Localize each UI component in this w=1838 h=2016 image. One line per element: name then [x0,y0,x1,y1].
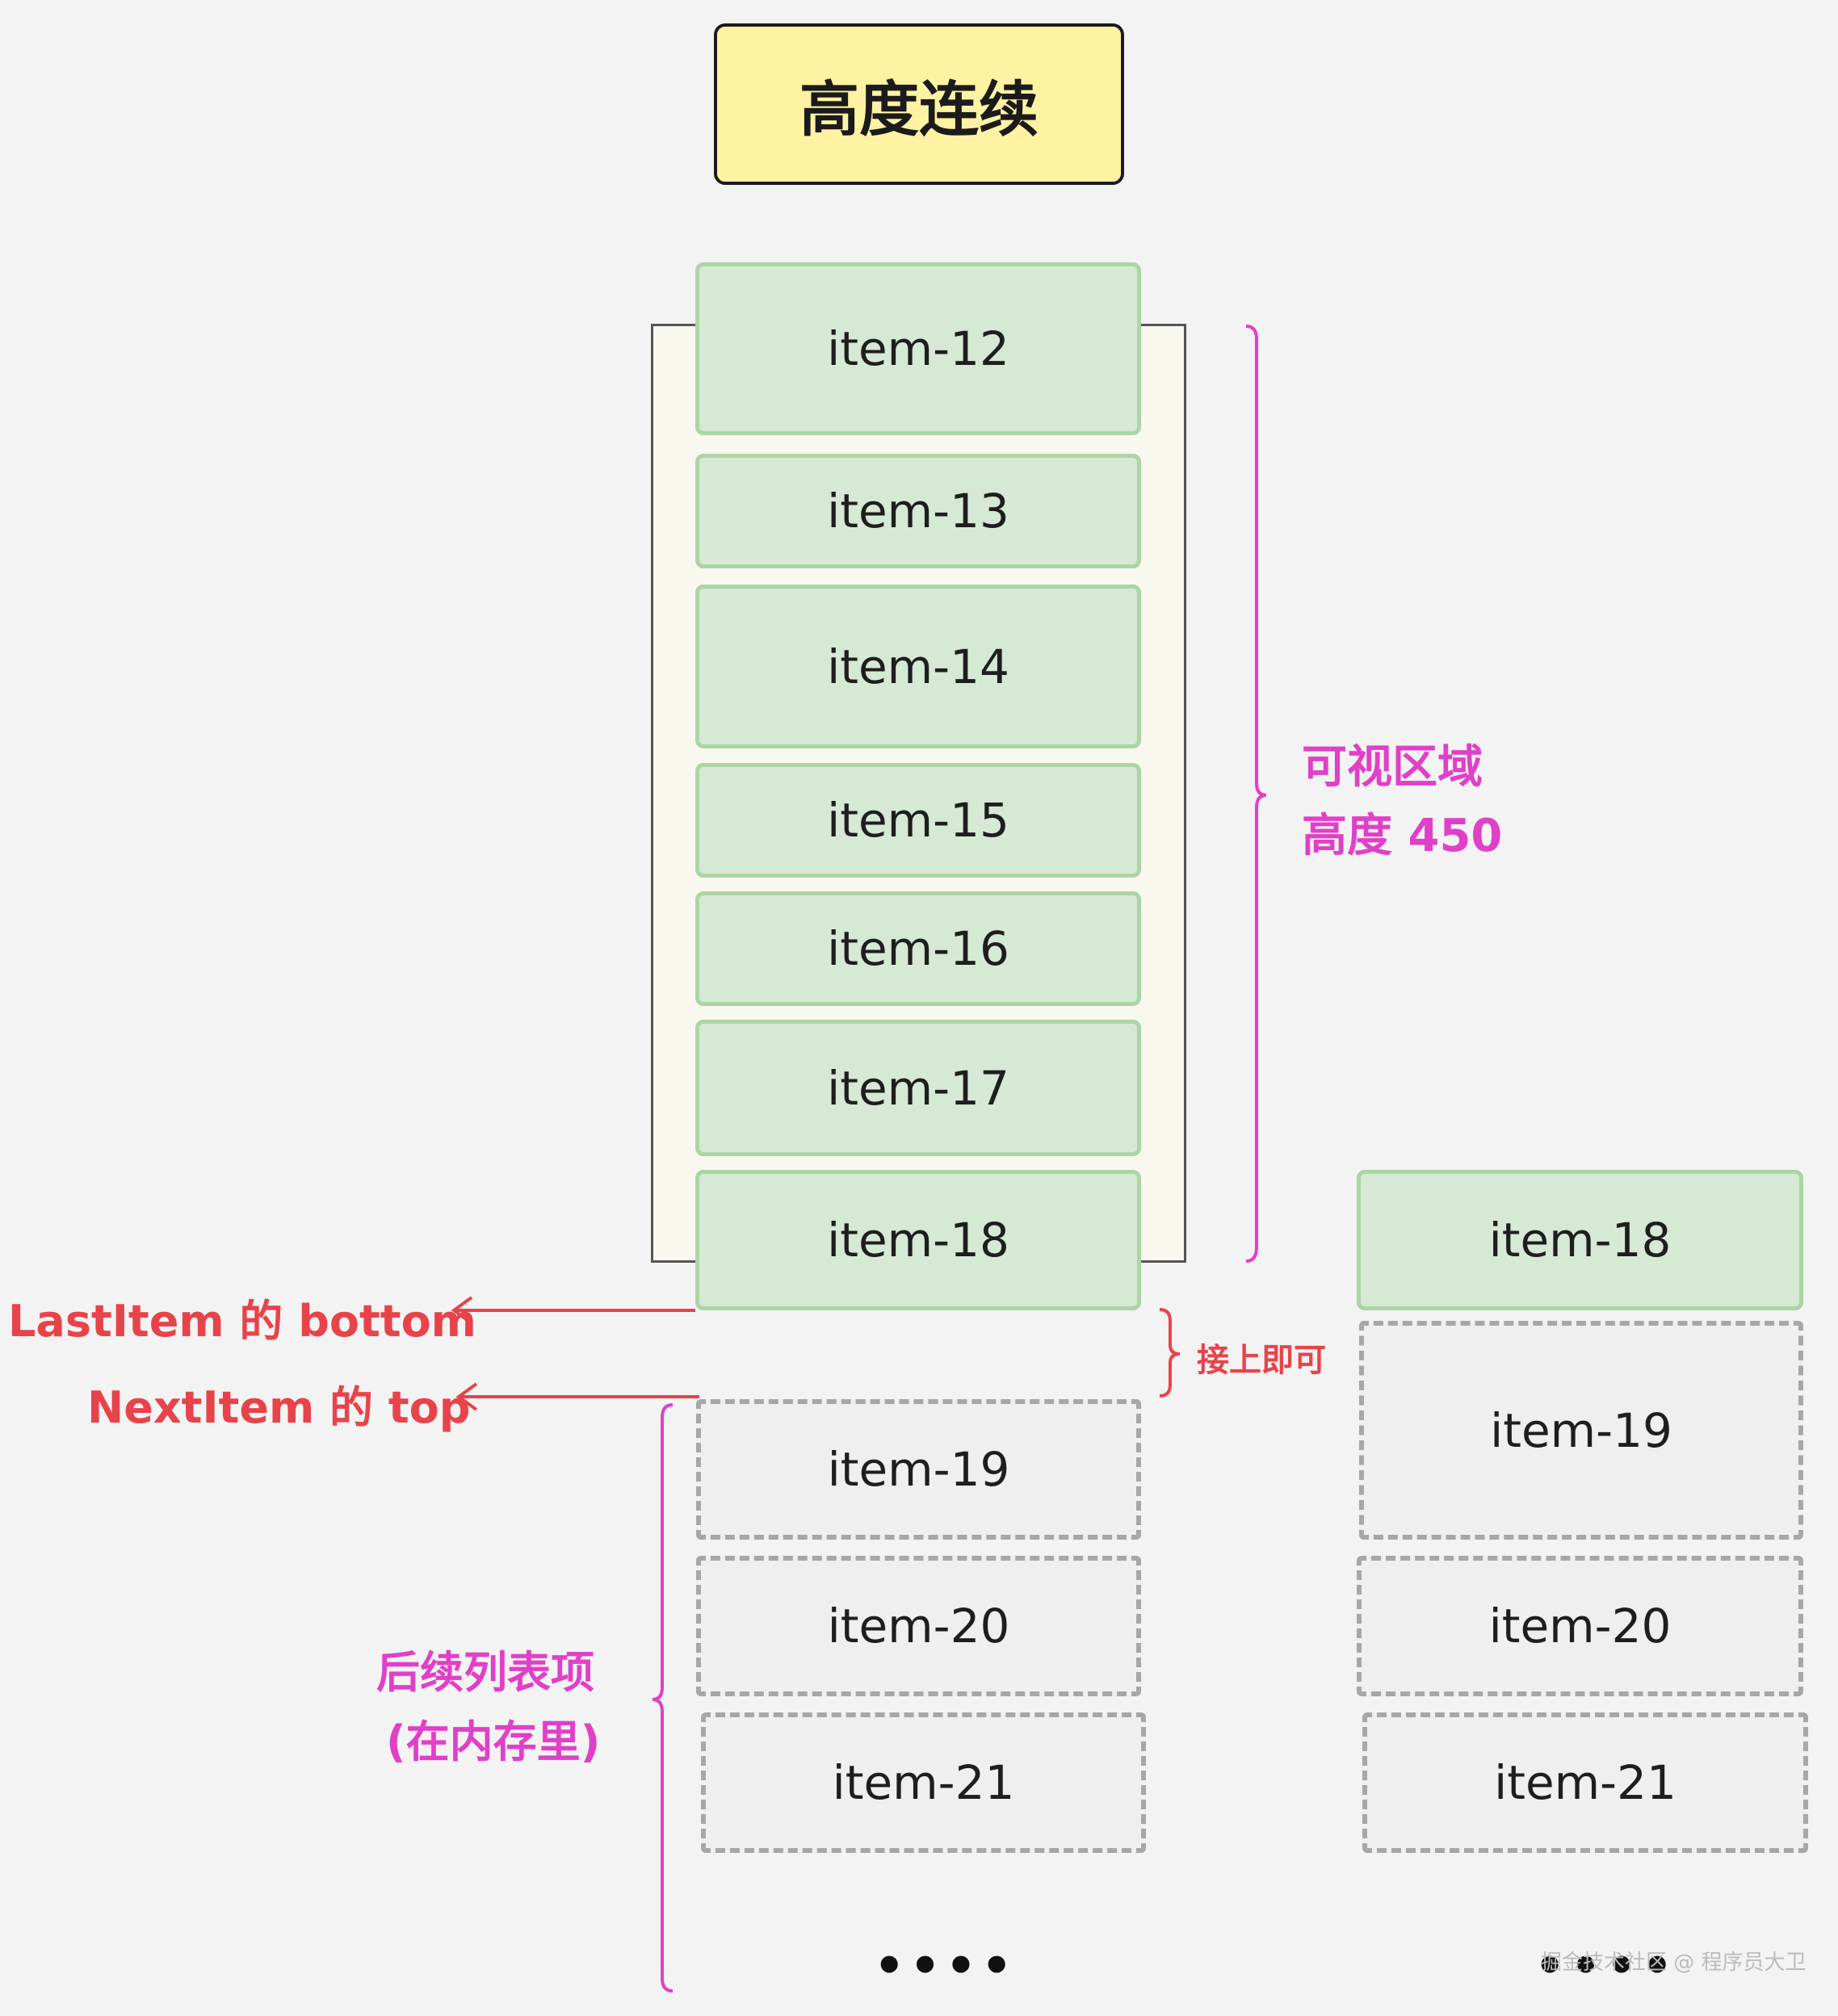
last-item-bottom-label: LastItem 的 bottom [8,1296,476,1347]
watermark: 掘金技术社区 @ 程序员大卫 [1541,1951,1807,1975]
visible-item: item-13 [695,454,1141,568]
right-rendered-item: item-18 [1357,1170,1803,1310]
ellipsis-right: •••• [1534,1938,1678,1994]
visible-item: item-15 [695,763,1141,878]
right-memory-item: item-21 [1362,1712,1808,1853]
connect-brace [1159,1308,1181,1398]
diagram-title: 高度连续 [714,23,1124,185]
viewport-brace [1245,325,1267,1263]
connect-label: 接上即可 [1197,1342,1326,1379]
visible-item: item-16 [695,891,1141,1006]
visible-item: item-14 [695,585,1141,748]
viewport-label: 可视区域 [1302,741,1483,794]
subsequent-items-label: 后续列表项 [376,1647,594,1698]
next-item-top-label: NextItem 的 top [87,1382,471,1433]
in-memory-label: (在内存里) [386,1716,601,1767]
memory-item: item-21 [701,1712,1146,1853]
visible-item-last: item-18 [695,1170,1141,1310]
memory-item: item-20 [696,1556,1141,1696]
visible-item: item-12 [695,262,1141,435]
ellipsis-left: •••• [874,1938,1018,1994]
memory-item-next: item-19 [696,1399,1141,1540]
right-memory-item: item-19 [1359,1321,1803,1540]
viewport-height-label: 高度 450 [1302,810,1503,862]
right-memory-item: item-20 [1357,1556,1803,1696]
subsequent-brace [652,1403,674,1993]
visible-item: item-17 [695,1020,1141,1156]
